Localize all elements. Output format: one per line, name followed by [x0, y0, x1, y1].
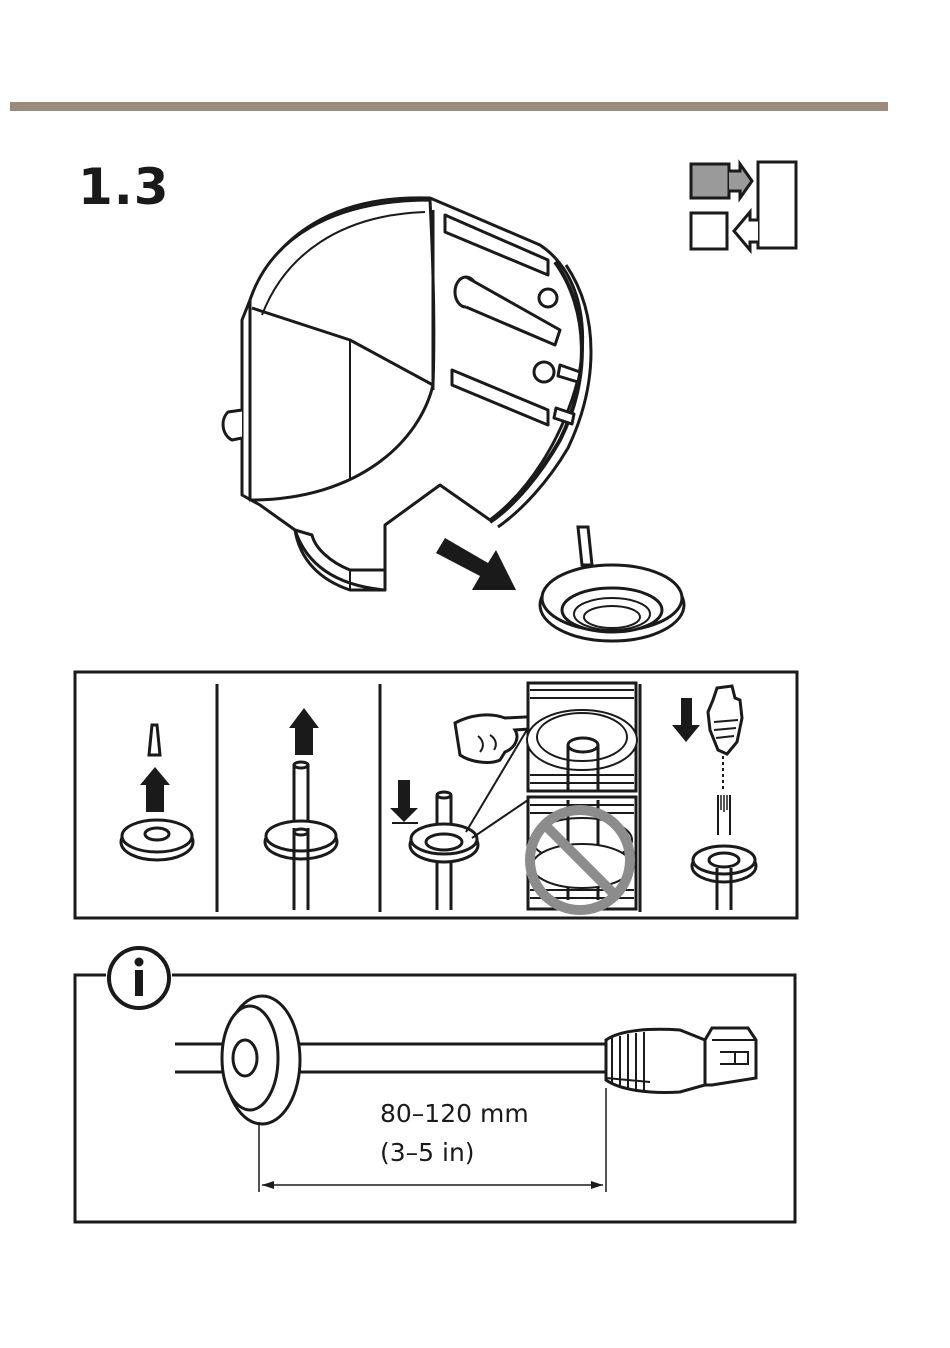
step-navigation-icon: [691, 162, 796, 250]
info-icon: [109, 948, 169, 1008]
dimension-mm-label: 80–120 mm: [380, 1099, 529, 1128]
cable-grommet-drawing: [540, 527, 684, 641]
remove-arrow-icon: [436, 538, 516, 590]
dimension-in-label: (3–5 in): [380, 1138, 475, 1167]
camera-housing-drawing: [223, 198, 591, 590]
